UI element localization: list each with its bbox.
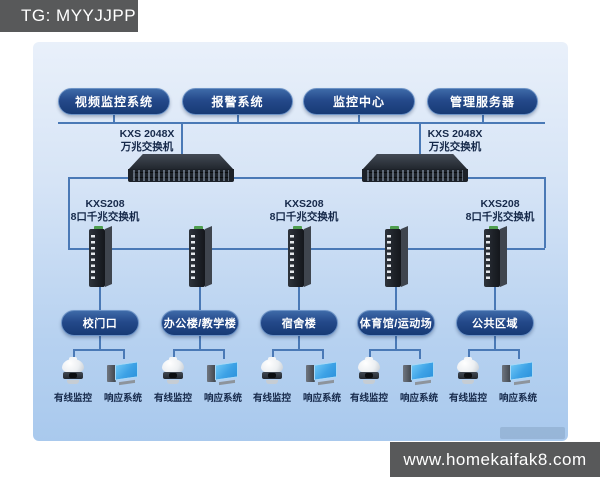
connector-line <box>237 115 239 122</box>
footer-site-badge: www.homekaifak8.com <box>390 442 600 477</box>
monitor-icon <box>502 361 534 388</box>
core-switch-type: 万兆交换机 <box>120 141 174 153</box>
connector-line <box>369 349 371 359</box>
system-pill-video-surveillance: 视频监控系统 <box>58 88 170 115</box>
core-switch-model: KXS 2048X <box>427 128 483 140</box>
camera-label: 有线监控 <box>349 393 388 404</box>
monitor-label: 响应系统 <box>399 393 438 404</box>
connector-line <box>518 349 520 359</box>
dome-camera-icon <box>260 357 284 387</box>
connector-line <box>68 177 70 248</box>
connector-line <box>113 115 115 122</box>
access-switch-icon <box>89 226 112 287</box>
connector-line <box>419 122 421 157</box>
dome-camera-icon <box>456 357 480 387</box>
core-switch-icon <box>128 154 234 182</box>
camera-label: 有线监控 <box>252 393 291 404</box>
camera-label: 有线监控 <box>448 393 487 404</box>
access-switch-model: KXS208 <box>480 198 520 210</box>
connector-line <box>494 286 496 310</box>
access-switch-model: KXS208 <box>85 198 125 210</box>
connector-line <box>322 349 324 359</box>
monitor-label: 响应系统 <box>103 393 142 404</box>
monitor-icon <box>107 361 139 388</box>
monitor-label: 响应系统 <box>203 393 242 404</box>
access-switch-label: KXS208 8口千兆交换机 <box>249 198 359 224</box>
core-switch-type: 万兆交换机 <box>428 141 482 153</box>
connector-line <box>181 122 183 157</box>
access-switch-label: KXS208 8口千兆交换机 <box>445 198 555 224</box>
access-switch-type: 8口千兆交换机 <box>70 211 140 223</box>
connector-line <box>544 177 546 248</box>
core-switch-icon <box>362 154 468 182</box>
location-pill-office-teaching: 办公楼/教学楼 <box>161 310 239 336</box>
location-pill-public-area: 公共区域 <box>456 310 534 336</box>
camera-label: 有线监控 <box>53 393 92 404</box>
connector-line <box>468 349 518 351</box>
access-switch-type: 8口千兆交换机 <box>269 211 339 223</box>
core-switch-label: KXS 2048X 万兆交换机 <box>405 128 505 154</box>
connector-line <box>298 336 300 349</box>
connector-line <box>272 349 322 351</box>
location-pill-school-gate: 校门口 <box>61 310 139 336</box>
connector-line <box>298 286 300 310</box>
connector-line <box>272 349 274 359</box>
header-tag-badge: TG: MYYJJPP <box>0 0 138 32</box>
access-switch-icon <box>484 226 507 287</box>
faint-watermark <box>500 427 565 439</box>
connector-line <box>199 286 201 310</box>
connector-line <box>468 349 470 359</box>
connector-line <box>68 177 545 179</box>
access-switch-icon <box>288 226 311 287</box>
connector-line <box>173 349 175 359</box>
connector-line <box>123 349 125 359</box>
network-topology-diagram: 视频监控系统 报警系统 监控中心 管理服务器 KXS 2048X 万兆交换机 K… <box>33 42 568 441</box>
camera-label: 有线监控 <box>153 393 192 404</box>
dome-camera-icon <box>61 357 85 387</box>
access-switch-icon <box>189 226 212 287</box>
connector-line <box>99 336 101 349</box>
location-pill-dormitory: 宿舍楼 <box>260 310 338 336</box>
connector-line <box>173 349 223 351</box>
system-pill-monitor-center: 监控中心 <box>303 88 415 115</box>
access-switch-label: KXS208 8口千兆交换机 <box>50 198 160 224</box>
access-switch-model: KXS208 <box>284 198 324 210</box>
system-pill-mgmt-server: 管理服务器 <box>427 88 538 115</box>
monitor-label: 响应系统 <box>498 393 537 404</box>
connector-line <box>223 349 225 359</box>
location-pill-gym-sports: 体育馆/运动场 <box>357 310 435 336</box>
monitor-icon <box>207 361 239 388</box>
connector-line <box>419 349 421 359</box>
dome-camera-icon <box>161 357 185 387</box>
monitor-icon <box>306 361 338 388</box>
monitor-icon <box>403 361 435 388</box>
core-switch-model: KXS 2048X <box>119 128 175 140</box>
connector-line <box>494 336 496 349</box>
connector-line <box>395 286 397 310</box>
connector-line <box>99 286 101 310</box>
connector-line <box>73 349 123 351</box>
monitor-label: 响应系统 <box>302 393 341 404</box>
connector-line <box>482 115 484 122</box>
access-switch-type: 8口千兆交换机 <box>465 211 535 223</box>
connector-line <box>395 336 397 349</box>
connector-line <box>73 349 75 359</box>
system-pill-alarm: 报警系统 <box>182 88 293 115</box>
connector-line <box>369 349 419 351</box>
connector-line <box>199 336 201 349</box>
access-switch-icon <box>385 226 408 287</box>
connector-line <box>58 122 545 124</box>
dome-camera-icon <box>357 357 381 387</box>
core-switch-label: KXS 2048X 万兆交换机 <box>97 128 197 154</box>
connector-line <box>358 115 360 122</box>
